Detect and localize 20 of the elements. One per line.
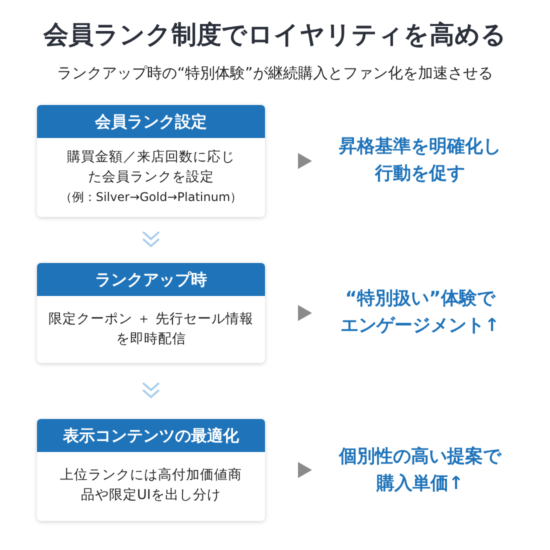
step-card [37,419,265,521]
outcome-text: 個別性の高い提案で購入単価↑ [322,443,518,497]
step-heading: ランクアップ時 [37,263,265,296]
triangle-arrow [298,153,312,169]
outcome-text: “特別扱い”体験でエンゲージメント↑ [322,285,518,339]
example-note: （例：Silver→Gold→Platinum） [58,189,244,206]
triangle-arrow [298,305,312,321]
step-heading: 表示コンテンツの最適化 [37,419,265,452]
chevron-arrow [142,231,160,248]
outcome-text: 昇格基準を明確化し行動を促す [322,133,518,187]
step-heading: 会員ランク設定 [37,105,265,138]
step-card [37,263,265,363]
title: 会員ランク制度でロイヤリティを高める [42,19,508,51]
step-card [37,105,265,217]
chevron-arrow [142,382,160,398]
triangle-arrow [298,462,312,478]
step-description: 上位ランクには高付加価値商品や限定UIを出し分け [58,466,243,505]
step-description: 購買金額／来店回数に応じた会員ランクを設定 [66,148,236,187]
subtitle: ランクアップ時の“特別体験”が継続購入とファン化を加速させる [56,64,494,83]
step-description: 限定クーポン ＋ 先行セール情報を即時配信 [48,310,254,349]
